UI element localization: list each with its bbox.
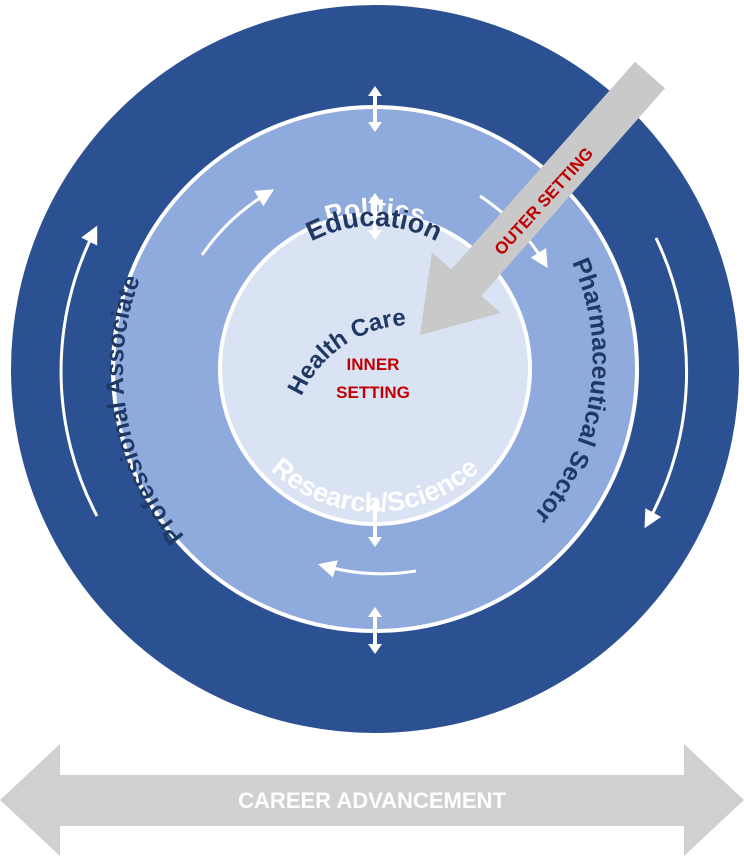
double-arrow-icon (368, 607, 382, 654)
middle-ring-arrow-icon (200, 189, 275, 256)
outer-ring-arrow-icon (644, 237, 689, 529)
double-arrow-icon (368, 500, 382, 547)
inner-setting-line1: INNER (347, 355, 400, 374)
career-advancement-label: CAREER ADVANCEMENT (238, 788, 506, 813)
career-advancement-arrow (0, 744, 744, 856)
outer-ring-arrow-icon (59, 225, 99, 517)
middle-ring-arrow-icon (318, 560, 417, 578)
inner-setting-line2: SETTING (336, 383, 410, 402)
double-arrow-icon (368, 86, 382, 132)
double-arrow-icon (368, 193, 382, 240)
outer-setting-arrow-icon (420, 61, 665, 335)
